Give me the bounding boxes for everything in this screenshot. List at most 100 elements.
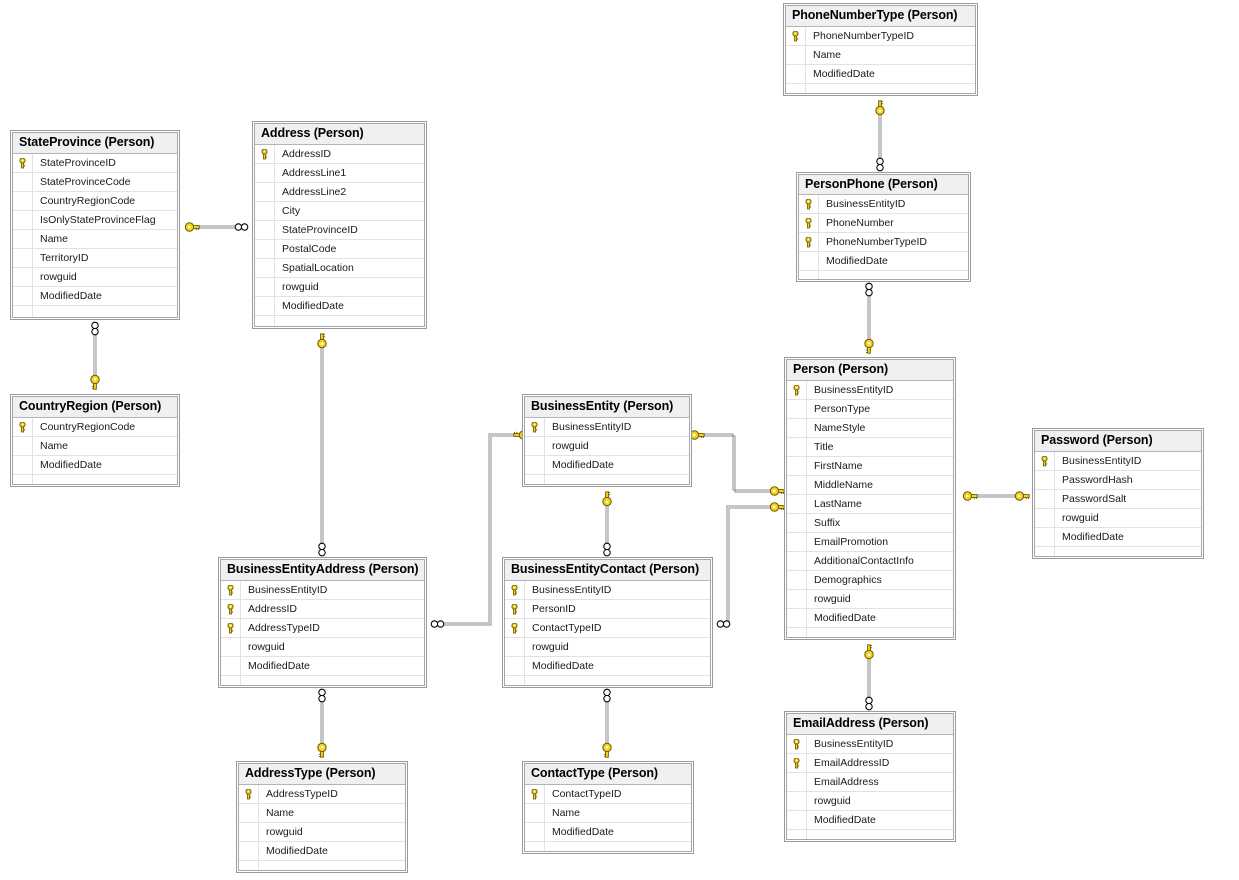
- table-businessentitycontact[interactable]: BusinessEntityContact (Person)BusinessEn…: [502, 557, 713, 688]
- table-header-person[interactable]: Person (Person): [787, 360, 953, 381]
- table-field-row[interactable]: AddressID: [221, 600, 424, 619]
- table-field-row[interactable]: BusinessEntityID: [799, 195, 968, 214]
- table-header-businessentity[interactable]: BusinessEntity (Person): [525, 397, 689, 418]
- table-field-row[interactable]: MiddleName: [787, 476, 953, 495]
- table-header-addresstype[interactable]: AddressType (Person): [239, 764, 405, 785]
- table-field-row[interactable]: StateProvinceID: [255, 221, 424, 240]
- table-field-row[interactable]: AdditionalContactInfo: [787, 552, 953, 571]
- table-field-row[interactable]: AddressTypeID: [239, 785, 405, 804]
- table-field-row[interactable]: ModifiedDate: [787, 609, 953, 628]
- table-field-row[interactable]: ModifiedDate: [799, 252, 968, 271]
- table-businessentityaddress[interactable]: BusinessEntityAddress (Person)BusinessEn…: [218, 557, 427, 688]
- table-field-row[interactable]: StateProvinceCode: [13, 173, 177, 192]
- table-field-row[interactable]: EmailPromotion: [787, 533, 953, 552]
- table-field-row[interactable]: LastName: [787, 495, 953, 514]
- table-field-row[interactable]: ModifiedDate: [505, 657, 710, 676]
- table-field-row[interactable]: FirstName: [787, 457, 953, 476]
- table-field-row[interactable]: PersonType: [787, 400, 953, 419]
- table-field-row[interactable]: Title: [787, 438, 953, 457]
- table-header-contacttype[interactable]: ContactType (Person): [525, 764, 691, 785]
- table-field-row[interactable]: rowguid: [13, 268, 177, 287]
- table-field-row[interactable]: BusinessEntityID: [525, 418, 689, 437]
- table-field-row[interactable]: BusinessEntityID: [787, 381, 953, 400]
- table-field-row[interactable]: PhoneNumberTypeID: [786, 27, 975, 46]
- table-field-row[interactable]: ModifiedDate: [255, 297, 424, 316]
- table-field-row[interactable]: ModifiedDate: [786, 65, 975, 84]
- table-field-row[interactable]: BusinessEntityID: [221, 581, 424, 600]
- table-field-row[interactable]: AddressLine2: [255, 183, 424, 202]
- table-header-emailaddress[interactable]: EmailAddress (Person): [787, 714, 953, 735]
- table-field-row[interactable]: EmailAddressID: [787, 754, 953, 773]
- table-field-row[interactable]: rowguid: [255, 278, 424, 297]
- table-field-row[interactable]: ModifiedDate: [13, 287, 177, 306]
- table-field-row[interactable]: BusinessEntityID: [1035, 452, 1201, 471]
- table-field-row[interactable]: Suffix: [787, 514, 953, 533]
- table-field-row[interactable]: rowguid: [787, 792, 953, 811]
- table-field-row[interactable]: Name: [13, 230, 177, 249]
- table-field-row[interactable]: StateProvinceID: [13, 154, 177, 173]
- table-field-row[interactable]: EmailAddress: [787, 773, 953, 792]
- table-field-row[interactable]: ModifiedDate: [221, 657, 424, 676]
- table-field-row[interactable]: rowguid: [505, 638, 710, 657]
- table-field-row[interactable]: ModifiedDate: [1035, 528, 1201, 547]
- table-field-row[interactable]: PersonID: [505, 600, 710, 619]
- table-field-row[interactable]: BusinessEntityID: [505, 581, 710, 600]
- table-header-personphone[interactable]: PersonPhone (Person): [799, 175, 968, 195]
- table-field-row[interactable]: AddressID: [255, 145, 424, 164]
- table-field-row[interactable]: Demographics: [787, 571, 953, 590]
- table-header-businessentitycontact[interactable]: BusinessEntityContact (Person): [505, 560, 710, 581]
- table-header-businessentityaddress[interactable]: BusinessEntityAddress (Person): [221, 560, 424, 581]
- table-field-row[interactable]: AddressLine1: [255, 164, 424, 183]
- table-field-row[interactable]: BusinessEntityID: [787, 735, 953, 754]
- table-field-row[interactable]: ModifiedDate: [525, 456, 689, 475]
- table-field-row[interactable]: PhoneNumber: [799, 214, 968, 233]
- primary-key-icon: [13, 418, 33, 436]
- table-field-row[interactable]: rowguid: [525, 437, 689, 456]
- table-field-row[interactable]: SpatialLocation: [255, 259, 424, 278]
- table-field-row[interactable]: City: [255, 202, 424, 221]
- table-field-row[interactable]: IsOnlyStateProvinceFlag: [13, 211, 177, 230]
- table-header-password[interactable]: Password (Person): [1035, 431, 1201, 452]
- table-header-countryregion[interactable]: CountryRegion (Person): [13, 397, 177, 418]
- table-header-stateprovince[interactable]: StateProvince (Person): [13, 133, 177, 154]
- table-field-row[interactable]: ModifiedDate: [525, 823, 691, 842]
- table-field-row[interactable]: CountryRegionCode: [13, 192, 177, 211]
- table-header-address[interactable]: Address (Person): [255, 124, 424, 145]
- table-field-row[interactable]: AddressTypeID: [221, 619, 424, 638]
- primary-key-icon: [255, 145, 275, 163]
- table-field-row[interactable]: ContactTypeID: [505, 619, 710, 638]
- table-field-row[interactable]: Name: [13, 437, 177, 456]
- table-field-row[interactable]: PhoneNumberTypeID: [799, 233, 968, 252]
- table-field-row[interactable]: Name: [239, 804, 405, 823]
- table-field-row[interactable]: PasswordHash: [1035, 471, 1201, 490]
- table-field-row[interactable]: rowguid: [239, 823, 405, 842]
- table-field-row[interactable]: rowguid: [1035, 509, 1201, 528]
- table-field-row[interactable]: Name: [525, 804, 691, 823]
- table-field-row[interactable]: ModifiedDate: [13, 456, 177, 475]
- table-field-row[interactable]: rowguid: [787, 590, 953, 609]
- table-field-row[interactable]: ModifiedDate: [787, 811, 953, 830]
- table-field-row[interactable]: PostalCode: [255, 240, 424, 259]
- table-field-row[interactable]: ContactTypeID: [525, 785, 691, 804]
- table-field-row[interactable]: PasswordSalt: [1035, 490, 1201, 509]
- table-field-row[interactable]: TerritoryID: [13, 249, 177, 268]
- table-field-row[interactable]: Name: [786, 46, 975, 65]
- table-phonenumbertype[interactable]: PhoneNumberType (Person)PhoneNumberTypeI…: [783, 3, 978, 96]
- table-field-row[interactable]: ModifiedDate: [239, 842, 405, 861]
- table-field-row[interactable]: rowguid: [221, 638, 424, 657]
- table-field-row[interactable]: CountryRegionCode: [13, 418, 177, 437]
- table-field-row[interactable]: NameStyle: [787, 419, 953, 438]
- table-header-phonenumbertype[interactable]: PhoneNumberType (Person): [786, 6, 975, 27]
